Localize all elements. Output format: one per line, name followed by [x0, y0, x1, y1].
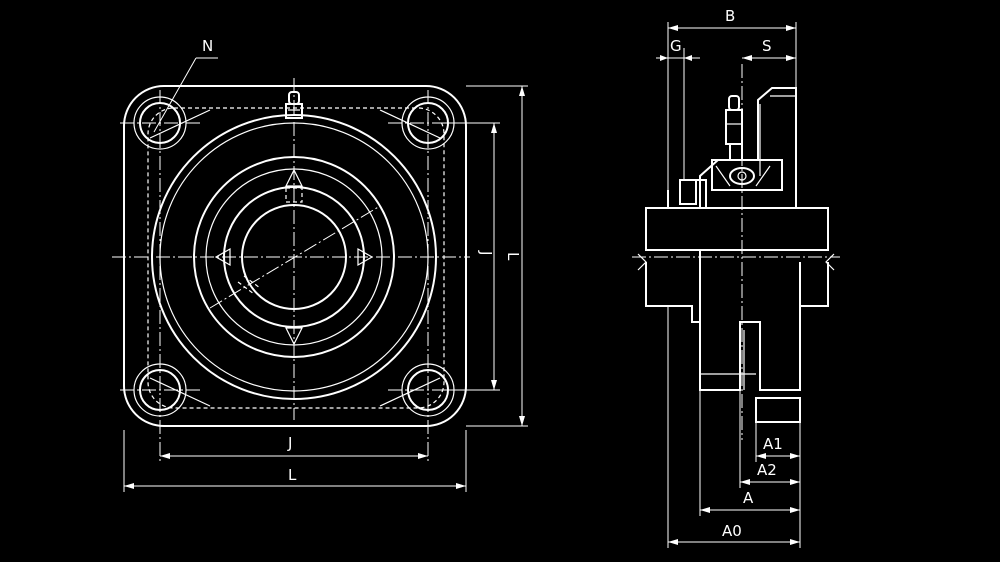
a1-label: A1 [763, 435, 783, 453]
dim-s [742, 55, 796, 61]
g-label: G [670, 37, 682, 55]
l-horizontal-label: L [288, 466, 297, 484]
dim-a1 [755, 422, 801, 462]
dim-j-horizontal [160, 453, 428, 459]
dim-a [699, 390, 801, 516]
bearing-section [679, 159, 783, 205]
set-screw-angled [237, 275, 261, 295]
housing-upper-detail [759, 95, 796, 176]
dim-l-vertical [466, 85, 528, 427]
j-vertical-label: J [477, 250, 495, 255]
dim-g [656, 48, 700, 180]
housing-hidden-edge [147, 107, 445, 409]
b-label: B [725, 7, 735, 25]
s-label: S [762, 37, 772, 55]
set-screw-side [679, 179, 697, 205]
a-label: A [743, 489, 754, 507]
grease-nipple-side [725, 95, 743, 145]
housing-lower-detail [700, 330, 756, 390]
n-leader [153, 57, 218, 133]
dim-j-vertical [440, 122, 500, 391]
dim-b [667, 22, 797, 190]
diagonal-centerline [209, 205, 381, 309]
side-view: B G S A1 A2 [632, 7, 840, 548]
break-lines [637, 253, 835, 271]
j-horizontal-label: J [287, 434, 292, 452]
housing-lower-profile [699, 250, 801, 391]
dim-l-horizontal [123, 430, 467, 492]
dim-a0 [667, 306, 801, 548]
housing-base-step [755, 397, 801, 423]
housing-outline [123, 85, 467, 427]
front-view: N J L J L [112, 37, 528, 492]
plate-lower-left [645, 262, 700, 323]
a2-label: A2 [757, 461, 777, 479]
l-vertical-label: L [504, 252, 522, 261]
plate-lower-right [800, 262, 829, 307]
mounting-plate [645, 207, 829, 251]
a0-label: A0 [722, 522, 742, 540]
n-label: N [202, 37, 213, 55]
